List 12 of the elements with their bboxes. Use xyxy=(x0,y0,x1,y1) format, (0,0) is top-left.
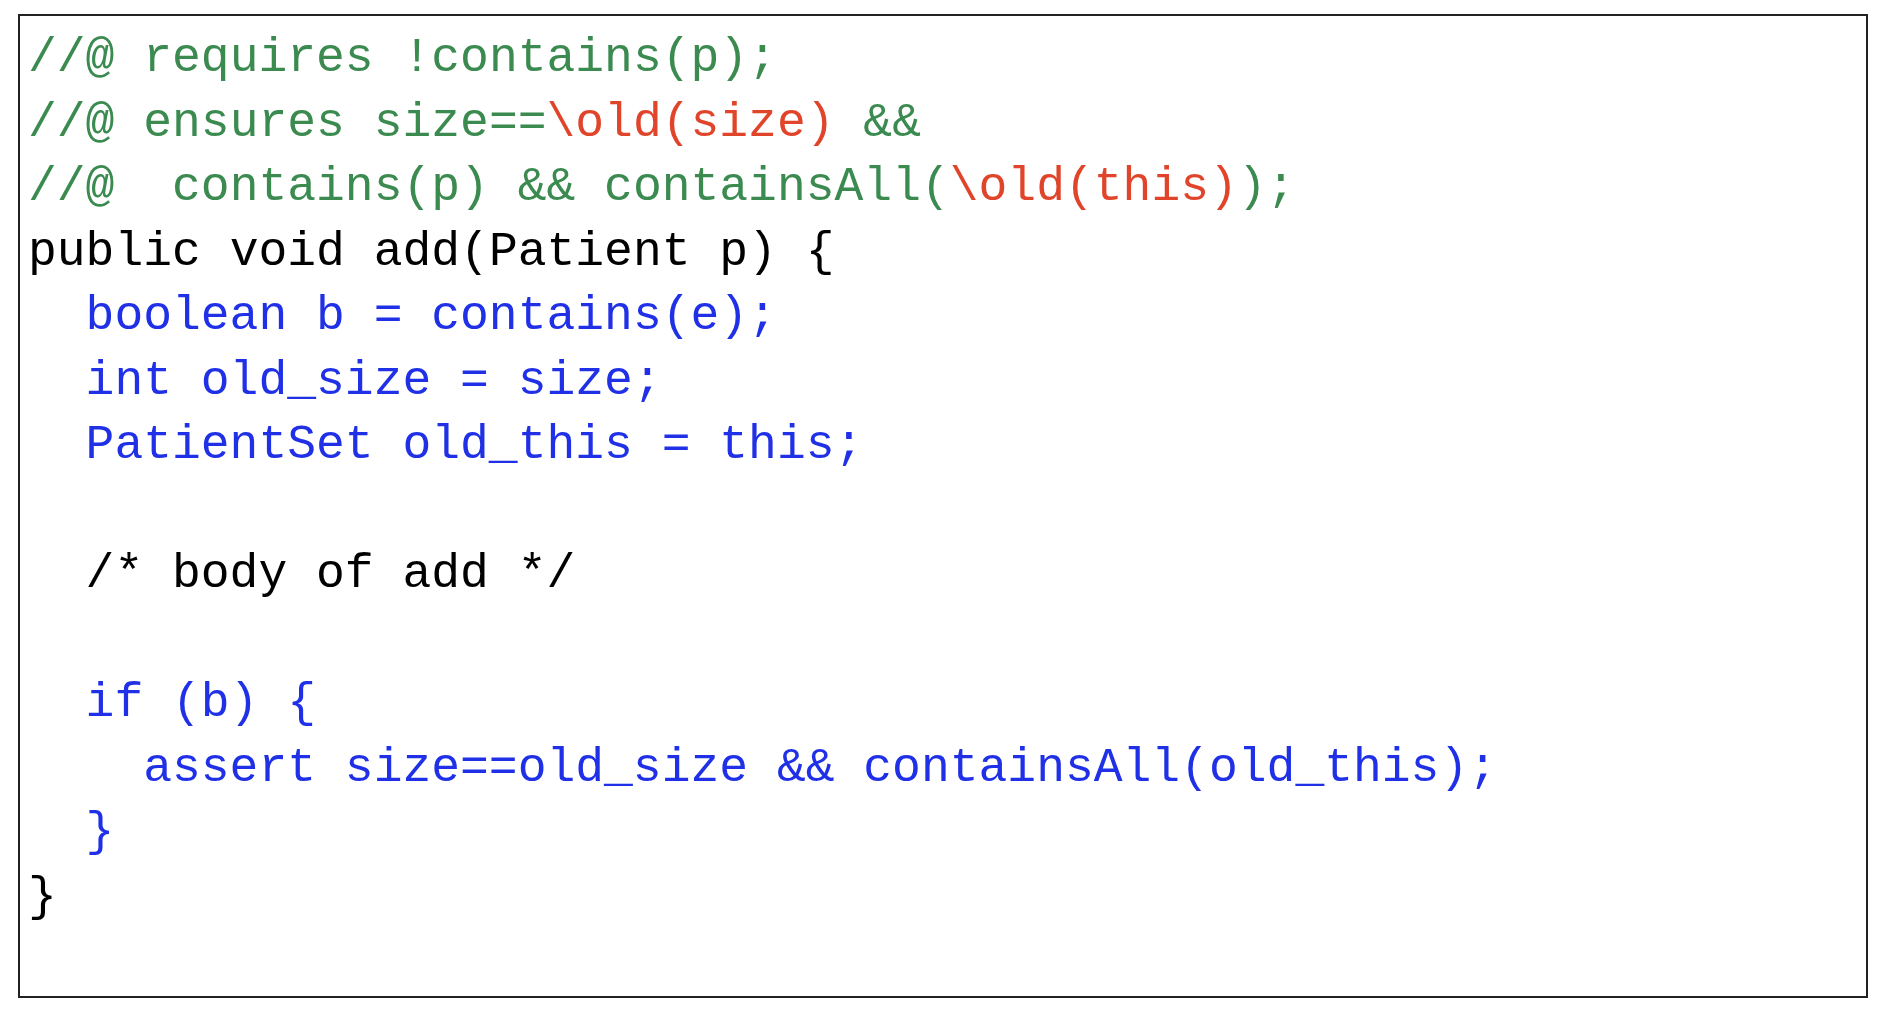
code-line: int old_size = size; xyxy=(85,352,662,410)
code-line: /* body of add */ xyxy=(85,546,576,603)
code-line: //@ requires !contains(p); xyxy=(28,30,777,87)
code-line: //@ ensures size==\old(size) && xyxy=(28,94,921,152)
code-line: } xyxy=(85,804,115,861)
code-line: public void add(Patient p) { xyxy=(28,223,835,281)
code-line: PatientSet old_this = this; xyxy=(85,417,864,474)
code-line: //@ contains(p) && containsAll(\old(this)); xyxy=(28,159,1296,216)
code-line: boolean b = contains(e); xyxy=(85,288,777,345)
code-line: if (b) { xyxy=(85,675,317,732)
code-line: assert size==old_size && containsAll(old_this); xyxy=(143,739,1497,797)
code-line: } xyxy=(28,868,57,926)
